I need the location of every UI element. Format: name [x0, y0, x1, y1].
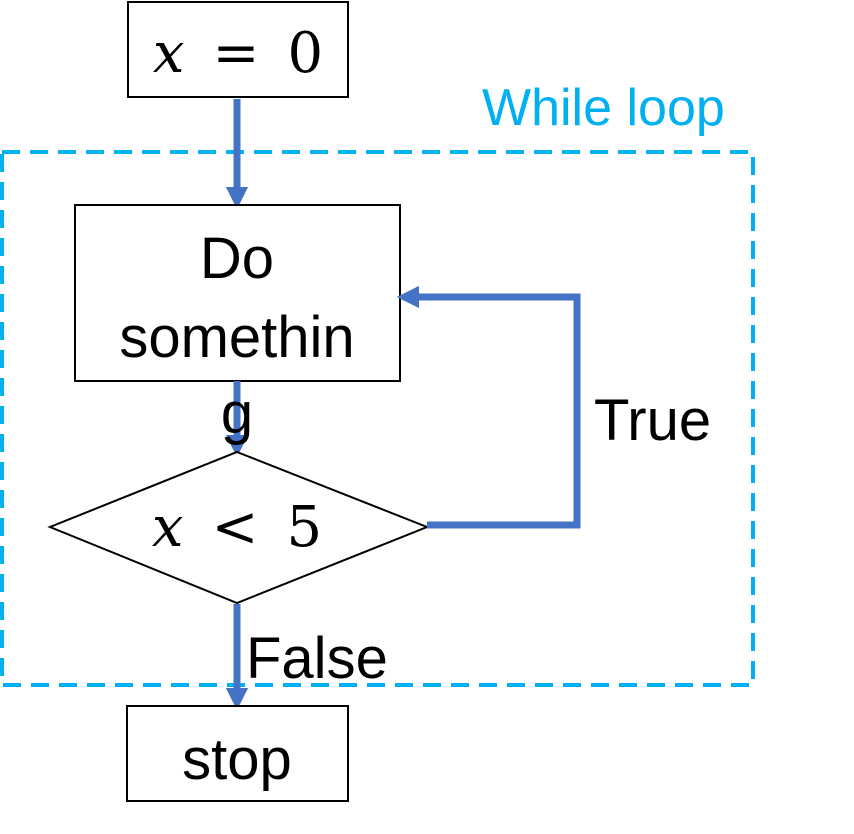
start-value: 0: [287, 21, 323, 86]
action-box-line2: somethin: [119, 305, 354, 370]
start-operator: =: [213, 21, 260, 86]
start-box-label: x = 0: [153, 21, 323, 86]
stop-box: [126, 705, 349, 802]
while-loop-frame: [0, 150, 755, 687]
condition-operator: <: [212, 495, 259, 560]
action-box-overflow-letter: g: [221, 381, 253, 446]
action-box-line1: Do: [200, 226, 274, 291]
while-loop-label: While loop: [482, 79, 725, 137]
condition-variable: x: [152, 495, 184, 560]
arrow-true-loop-back: [396, 285, 581, 529]
false-branch-label: False: [246, 626, 388, 691]
condition-label: x < 5: [152, 495, 322, 560]
condition-diamond: [47, 450, 430, 605]
stop-box-label: stop: [182, 727, 292, 792]
condition-value: 5: [286, 495, 322, 560]
start-box: [127, 1, 349, 98]
start-variable: x: [153, 21, 185, 86]
true-branch-label: True: [594, 388, 711, 453]
